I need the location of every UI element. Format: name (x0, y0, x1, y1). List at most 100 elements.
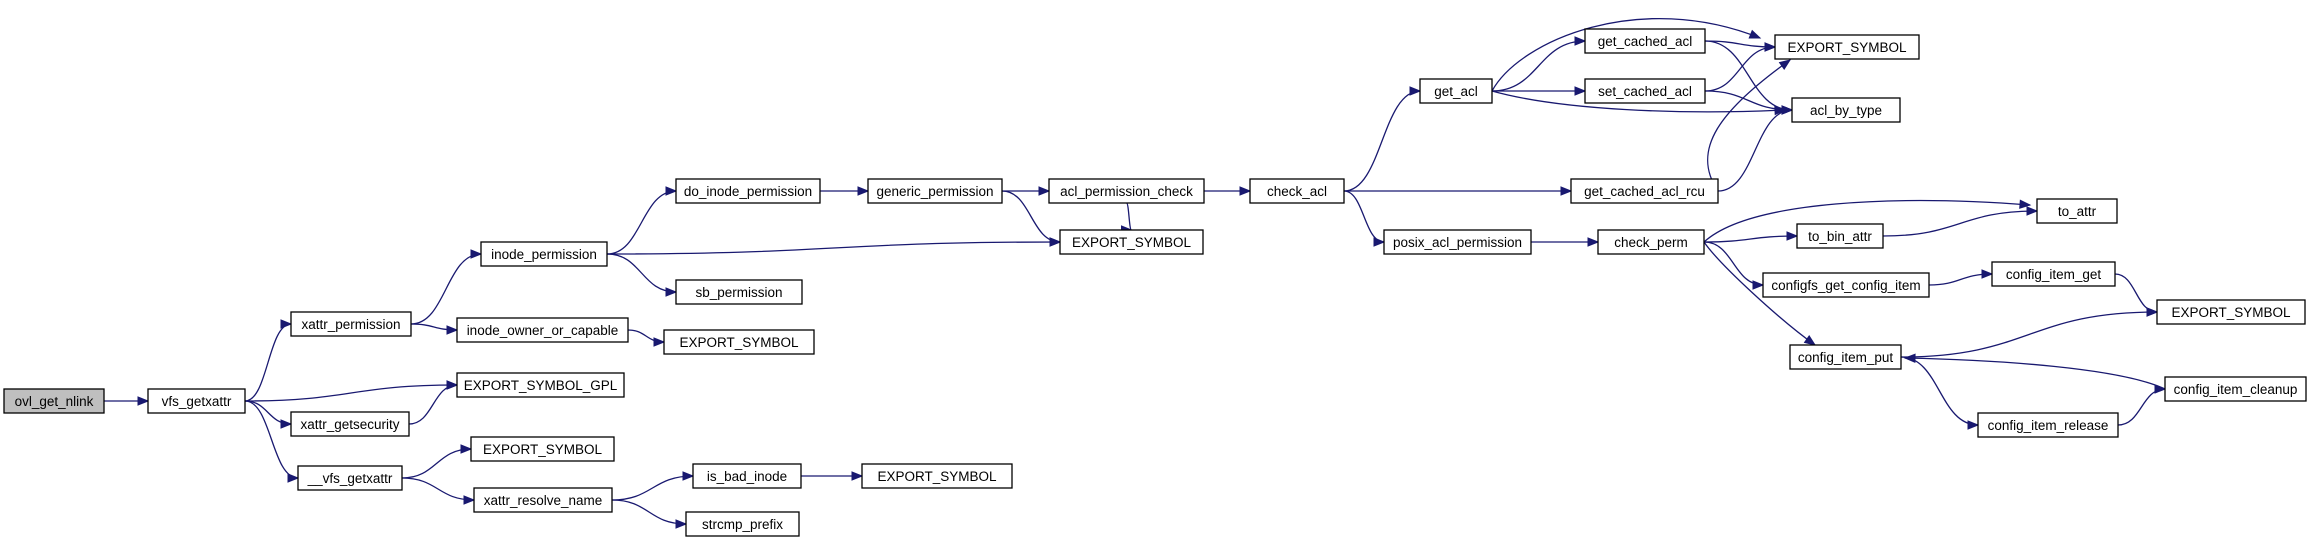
node-export-symbol[interactable]: EXPORT_SYMBOL (2156, 299, 2306, 325)
node-box[interactable] (297, 465, 403, 491)
node-box[interactable] (2036, 198, 2118, 224)
edge-n26-n31 (1703, 241, 1817, 346)
node-box[interactable] (663, 329, 815, 355)
node-check-acl[interactable]: check_acl (1249, 178, 1345, 204)
node-box[interactable] (3, 388, 105, 414)
node-box[interactable] (1570, 178, 1719, 204)
node-box[interactable] (1048, 178, 1205, 204)
node-box[interactable] (2156, 299, 2306, 325)
node-box[interactable] (1796, 223, 1884, 249)
arrow-head (1587, 237, 1600, 247)
edge-line (401, 477, 475, 501)
arrow-head (1373, 237, 1386, 247)
node-to-attr[interactable]: to_attr (2036, 198, 2118, 224)
node-box[interactable] (1991, 261, 2116, 287)
node-to-bin-attr[interactable]: to_bin_attr (1796, 223, 1884, 249)
node-box[interactable] (456, 372, 625, 398)
node-export-symbol[interactable]: EXPORT_SYMBOL (1774, 34, 1920, 60)
node-box[interactable] (473, 487, 613, 513)
node-box[interactable] (147, 388, 246, 414)
node-box[interactable] (1249, 178, 1345, 204)
node-config-item-release[interactable]: config_item_release (1977, 412, 2119, 438)
node-box[interactable] (456, 317, 629, 343)
arrow-head (1748, 29, 1762, 39)
node-box[interactable] (1383, 229, 1532, 255)
node-box[interactable] (675, 279, 803, 305)
node-export-symbol[interactable]: EXPORT_SYMBOL (663, 329, 815, 355)
edge-line (1703, 241, 1764, 286)
node-set-cached-acl[interactable]: set_cached_acl (1584, 78, 1706, 104)
edge-line (606, 190, 677, 255)
arrow-head (665, 186, 678, 196)
arrow-head (280, 419, 293, 429)
node-config-item-put[interactable]: config_item_put (1789, 344, 1902, 370)
node-box[interactable] (692, 463, 802, 489)
node-label: __vfs_getxattr (307, 471, 393, 486)
node-label: to_attr (2058, 204, 2097, 219)
node-label: configfs_get_config_item (1771, 278, 1920, 293)
node-box[interactable] (1977, 412, 2119, 438)
node-box[interactable] (675, 178, 821, 204)
node-vfs-getxattr[interactable]: vfs_getxattr (147, 388, 246, 414)
arrow-head (1574, 86, 1587, 96)
node-label: inode_permission (491, 247, 597, 262)
node-box[interactable] (480, 241, 608, 267)
node-export-symbol-gpl[interactable]: EXPORT_SYMBOL_GPL (456, 372, 625, 398)
node-get-cached-acl[interactable]: get_cached_acl (1584, 28, 1706, 54)
node-box[interactable] (1774, 34, 1920, 60)
edge-n6-n9 (401, 444, 473, 479)
node-export-symbol[interactable]: EXPORT_SYMBOL (861, 463, 1013, 489)
node-xattr-getsecurity[interactable]: xattr_getsecurity (290, 411, 410, 437)
edge-line (1882, 210, 2038, 237)
node-box[interactable] (1597, 229, 1705, 255)
node-xattr-permission[interactable]: xattr_permission (290, 311, 412, 337)
node-is-bad-inode[interactable]: is_bad_inode (692, 463, 802, 489)
node-inode-permission[interactable]: inode_permission (480, 241, 608, 267)
arrow-head (137, 396, 150, 406)
node-box[interactable] (1059, 229, 1204, 255)
node-box[interactable] (1791, 97, 1901, 123)
node-sb-permission[interactable]: sb_permission (675, 279, 803, 305)
node-inode-owner-or-capable[interactable]: inode_owner_or_capable (456, 317, 629, 343)
node-xattr-resolve-name[interactable]: xattr_resolve_name (473, 487, 613, 513)
edge-n15-n18 (800, 471, 864, 481)
edge-n2-n4 (244, 380, 459, 402)
node-box[interactable] (1762, 272, 1930, 298)
edge-n31-n35 (1900, 356, 1980, 430)
node-config-item-cleanup[interactable]: config_item_cleanup (2164, 376, 2307, 402)
node-box[interactable] (290, 411, 410, 437)
node-label: EXPORT_SYMBOL (1787, 40, 1907, 55)
edge-line (1703, 235, 1798, 243)
node-generic-permission[interactable]: generic_permission (867, 178, 1003, 204)
arrow-head (653, 337, 666, 347)
edge-n35-n36 (2117, 384, 2167, 426)
node-check-perm[interactable]: check_perm (1597, 229, 1705, 255)
node-box[interactable] (685, 511, 800, 537)
node-export-symbol[interactable]: EXPORT_SYMBOL (470, 436, 615, 462)
node-box[interactable] (1419, 78, 1493, 104)
node-posix-acl-permission[interactable]: posix_acl_permission (1383, 229, 1532, 255)
node-configfs-get-config-item[interactable]: configfs_get_config_item (1762, 272, 1930, 298)
node-vfs-getxattr[interactable]: __vfs_getxattr (297, 465, 403, 491)
node-export-symbol[interactable]: EXPORT_SYMBOL (1059, 229, 1204, 255)
node-box[interactable] (290, 311, 412, 337)
node-ovl-get-nlink[interactable]: ovl_get_nlink (3, 388, 105, 414)
node-label: EXPORT_SYMBOL (679, 335, 799, 350)
node-strcmp-prefix[interactable]: strcmp_prefix (685, 511, 800, 537)
node-box[interactable] (1584, 78, 1706, 104)
node-box[interactable] (867, 178, 1003, 204)
node-get-acl[interactable]: get_acl (1419, 78, 1493, 104)
node-acl-by-type[interactable]: acl_by_type (1791, 97, 1901, 123)
node-do-inode-permission[interactable]: do_inode_permission (675, 178, 821, 204)
node-acl-permission-check[interactable]: acl_permission_check (1048, 178, 1205, 204)
node-box[interactable] (470, 436, 615, 462)
edge-line (410, 253, 482, 325)
node-box[interactable] (1584, 28, 1706, 54)
node-box[interactable] (1789, 344, 1902, 370)
edge-n10-n16 (611, 499, 688, 529)
node-label: EXPORT_SYMBOL (483, 442, 603, 457)
node-get-cached-acl-rcu[interactable]: get_cached_acl_rcu (1570, 178, 1719, 204)
node-config-item-get[interactable]: config_item_get (1991, 261, 2116, 287)
node-box[interactable] (861, 463, 1013, 489)
node-box[interactable] (2164, 376, 2307, 402)
